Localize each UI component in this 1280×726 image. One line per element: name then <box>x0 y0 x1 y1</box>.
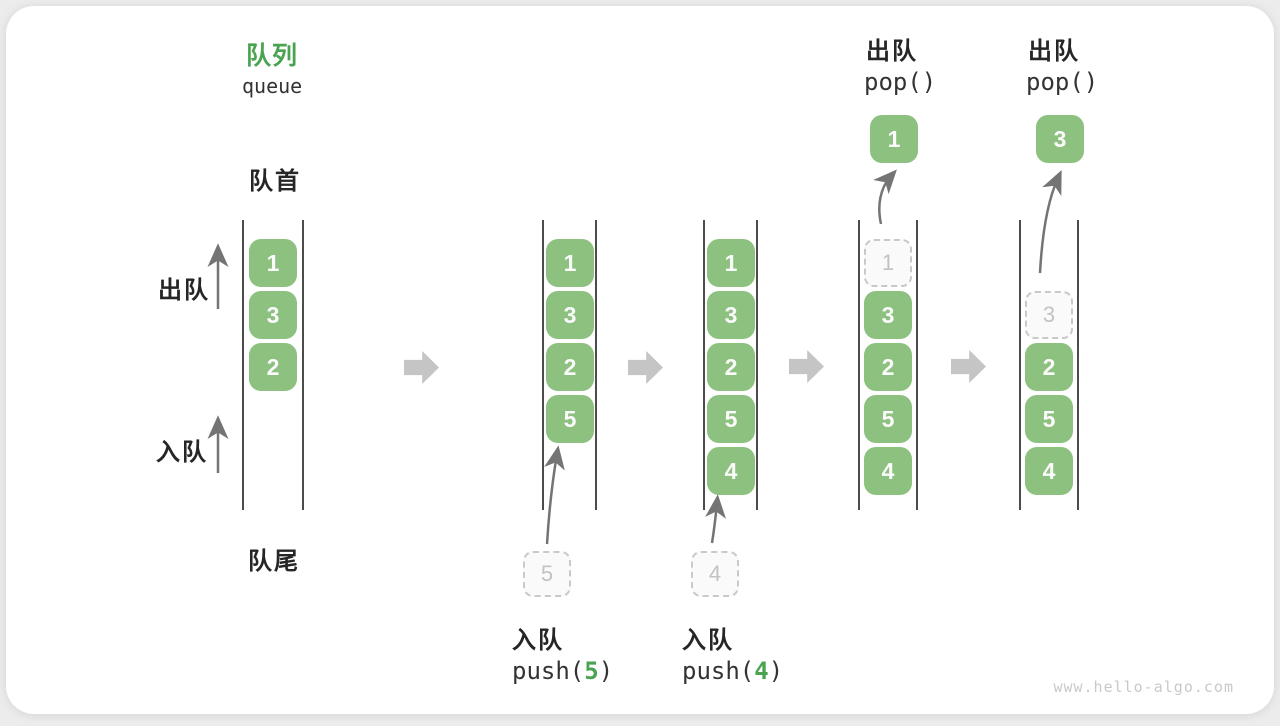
queue-cell: 5 <box>864 395 912 443</box>
queue-cell: 3 <box>864 291 912 339</box>
popped-value-box-1: 1 <box>870 115 918 163</box>
queue-wall-line <box>542 220 544 510</box>
queue-cell: 1 <box>707 239 755 287</box>
code-arg: 5 <box>584 657 599 685</box>
queue-cell: 2 <box>864 343 912 391</box>
pop-1-arrow-icon <box>873 169 897 225</box>
queue-cell: 1 <box>546 239 594 287</box>
enqueue-op-label: 入队 <box>512 627 564 654</box>
queue-cell: 2 <box>249 343 297 391</box>
queue-wall-line <box>858 220 860 510</box>
queue-cell: 3 <box>546 291 594 339</box>
pop-code-label: pop() <box>864 68 937 96</box>
label-enqueue-direction: 入队 <box>156 439 208 466</box>
queue-cell: 4 <box>707 447 755 495</box>
watermark: www.hello-algo.com <box>1053 678 1234 696</box>
queue-cell: 3 <box>249 291 297 339</box>
queue-wall-line <box>756 220 758 510</box>
popped-value-box-3: 3 <box>1036 115 1084 163</box>
queue-cell-ghost: 3 <box>1025 291 1073 339</box>
queue-cell-ghost: 1 <box>864 239 912 287</box>
queue-wall-line <box>302 220 304 510</box>
code-text: push( <box>512 657 585 685</box>
code-text: ) <box>598 657 614 685</box>
queue-wall-line <box>242 220 244 510</box>
queue-cell: 2 <box>1025 343 1073 391</box>
code-arg: 4 <box>754 657 769 685</box>
queue-cell: 2 <box>546 343 594 391</box>
dequeue-op-label: 出队 <box>866 38 918 65</box>
queue-wall-line <box>916 220 918 510</box>
queue-cell: 4 <box>1025 447 1073 495</box>
queue-cell: 3 <box>707 291 755 339</box>
transition-arrow-icon <box>951 350 986 383</box>
queue-cell: 5 <box>707 395 755 443</box>
code-text: ) <box>768 657 784 685</box>
queue-cell: 2 <box>707 343 755 391</box>
push-code-label: push(5) <box>512 657 613 685</box>
code-text: push( <box>682 657 755 685</box>
queue-wall-line <box>1077 220 1079 510</box>
push-ghost-box-4: 4 <box>691 551 739 597</box>
queue-wall-line <box>703 220 705 510</box>
queue-wall-line <box>595 220 597 510</box>
figure-title-zh: 队列 <box>246 42 299 70</box>
pop-code-label: pop() <box>1026 68 1099 96</box>
queue-cell: 5 <box>546 395 594 443</box>
queue-cell: 1 <box>249 239 297 287</box>
label-queue-rear: 队尾 <box>248 548 300 575</box>
enqueue-op-label: 入队 <box>682 627 734 654</box>
transition-arrow-icon <box>789 350 824 383</box>
figure-title-en: queue <box>242 74 303 98</box>
dequeue-op-label: 出队 <box>1028 38 1080 65</box>
label-dequeue-direction: 出队 <box>158 277 210 304</box>
queue-cell: 5 <box>1025 395 1073 443</box>
push-code-label: push(4) <box>682 657 783 685</box>
queue-wall-line <box>1019 220 1021 510</box>
label-queue-front: 队首 <box>249 168 301 195</box>
transition-arrow-icon <box>628 351 663 384</box>
transition-arrow-icon <box>404 351 439 384</box>
queue-cell: 4 <box>864 447 912 495</box>
push-ghost-box-5: 5 <box>523 551 571 597</box>
